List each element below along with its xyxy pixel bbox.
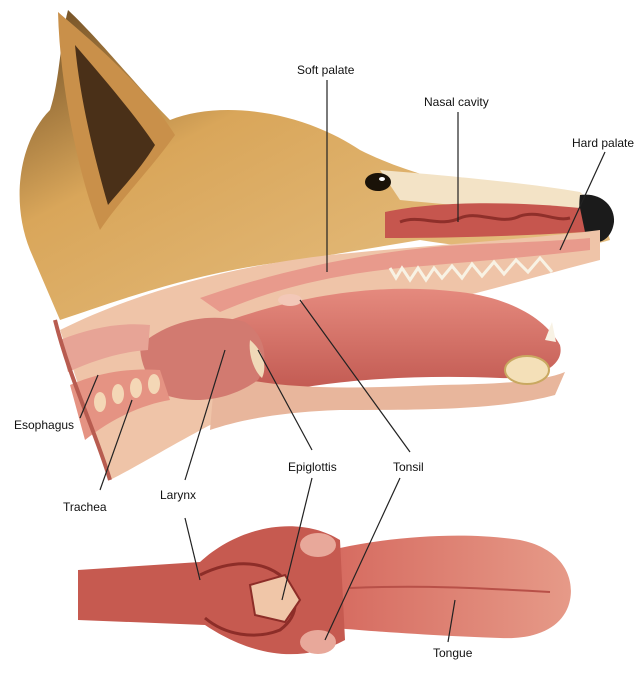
eye bbox=[365, 173, 391, 191]
label-trachea: Trachea bbox=[63, 500, 107, 514]
label-epiglottis: Epiglottis bbox=[288, 460, 337, 474]
label-esophagus: Esophagus bbox=[14, 418, 74, 432]
tonsil-lower bbox=[300, 630, 336, 654]
label-tonsil: Tonsil bbox=[393, 460, 424, 474]
tonsil-upper bbox=[300, 533, 336, 557]
label-tongue: Tongue bbox=[433, 646, 472, 660]
tongue-dorsal-view bbox=[78, 526, 571, 654]
label-larynx: Larynx bbox=[160, 488, 196, 502]
label-nasal-cavity: Nasal cavity bbox=[424, 95, 489, 109]
jaw-bone-section bbox=[505, 356, 549, 384]
eye-highlight bbox=[379, 177, 385, 181]
label-hard-palate: Hard palate bbox=[572, 136, 634, 150]
label-soft-palate: Soft palate bbox=[297, 63, 354, 77]
tonsil-pocket bbox=[278, 294, 302, 306]
